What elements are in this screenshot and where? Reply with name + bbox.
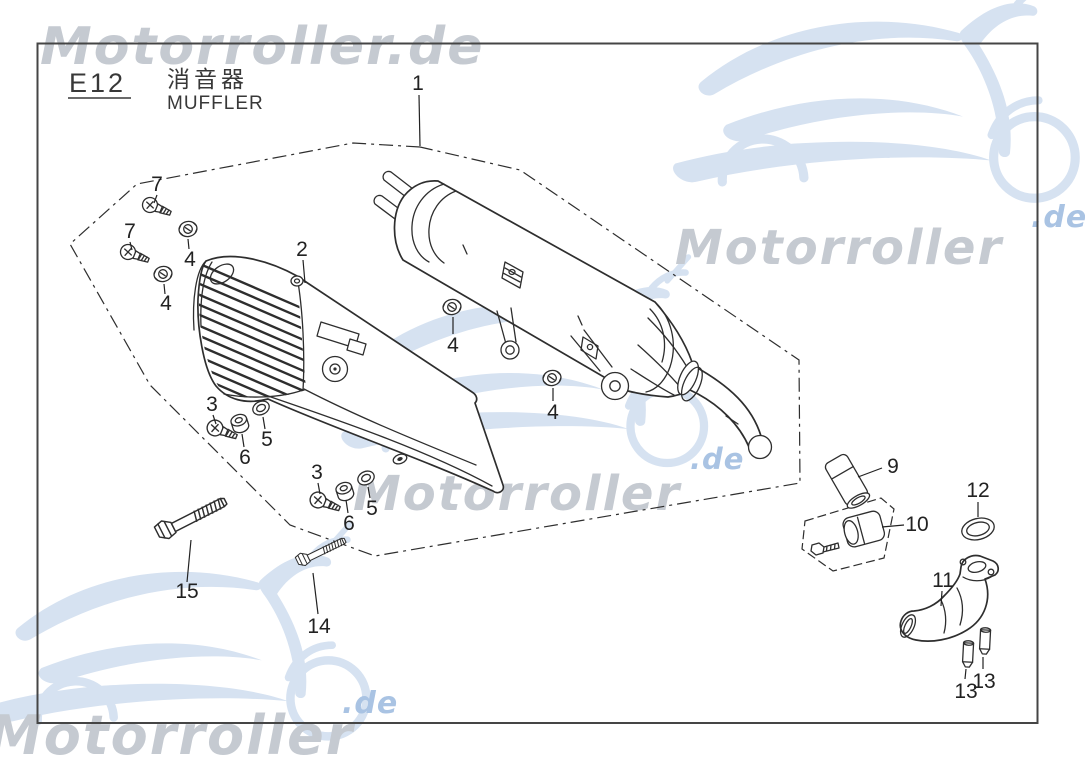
nut-4-a — [176, 219, 200, 239]
part10-boundary — [801, 497, 895, 572]
assembly-boundary — [69, 142, 801, 557]
title-block: E12 消音器 MUFFLER — [68, 66, 264, 114]
callout-leader-2 — [302, 259, 306, 284]
watermark-text-right: Motorroller — [675, 220, 1004, 276]
part-callout-5: 5 — [366, 497, 378, 520]
watermark-suffix-right: .de — [1031, 200, 1085, 235]
bolt-15 — [152, 490, 230, 543]
screw-7-b — [117, 241, 152, 268]
watermark-suffix-bottom: .de — [342, 686, 398, 721]
callout-leader-6 — [241, 433, 245, 448]
part-callout-3: 3 — [206, 393, 218, 416]
callout-leader-7 — [153, 194, 158, 204]
part-callout-9: 9 — [887, 455, 899, 478]
scooter-sketch-top-right — [673, 0, 1075, 198]
callout-leader-13 — [964, 668, 967, 680]
callout-leader-3 — [212, 414, 217, 425]
part-callout-15: 15 — [175, 580, 198, 603]
part-callout-13: 13 — [972, 670, 995, 693]
watermark-text-top: Motorroller.de — [40, 17, 484, 77]
heat-shield-drawing — [192, 255, 505, 494]
part-title-english: MUFFLER — [167, 93, 264, 114]
part-callout-6: 6 — [343, 512, 355, 535]
part-callout-7: 7 — [151, 173, 163, 196]
watermark-text-center: Motorroller — [353, 466, 682, 522]
part-title-chinese: 消音器 — [167, 66, 248, 92]
clamp-10-drawing — [810, 510, 886, 556]
section-code: E12 — [69, 68, 126, 98]
callout-leader-4 — [187, 238, 190, 250]
callout-leader-5 — [367, 486, 371, 499]
stud-13-a — [961, 639, 975, 668]
callout-leader-7 — [129, 241, 133, 251]
watermark-suffix-center: .de — [690, 442, 744, 476]
sleeve-9-drawing — [824, 453, 871, 509]
callout-leader-3 — [317, 482, 321, 495]
callout-leader-10 — [881, 524, 905, 528]
part-callout-13: 13 — [954, 680, 977, 703]
header-pipe-11-drawing — [899, 554, 999, 642]
part-callout-7: 7 — [124, 220, 136, 243]
part-callout-11: 11 — [932, 569, 954, 592]
diagram-layer — [69, 142, 999, 668]
callout-leader-14 — [312, 572, 319, 615]
stud-13-b — [978, 626, 992, 655]
part-callout-4: 4 — [547, 401, 559, 424]
callout-leader-6 — [345, 499, 349, 514]
part-callout-6: 6 — [239, 446, 251, 469]
callout-leader-4 — [163, 283, 166, 295]
callout-leader-11 — [940, 590, 943, 607]
page-border — [36, 42, 1039, 724]
part-callout-14: 14 — [307, 615, 331, 638]
part-callout-5: 5 — [261, 428, 273, 451]
muffler-body-drawing — [393, 180, 773, 460]
part-callout-1: 1 — [412, 72, 424, 95]
part-callout-2: 2 — [296, 238, 308, 261]
part-callout-3: 3 — [311, 461, 323, 484]
callout-leader-15 — [186, 539, 192, 583]
gasket-12-drawing — [961, 517, 995, 541]
part-callout-4: 4 — [447, 334, 459, 357]
watermark-text-bottom: Motorroller — [0, 704, 356, 767]
nut-4-b — [151, 264, 175, 284]
screw-7-a — [139, 194, 174, 221]
part-callout-4: 4 — [184, 248, 196, 271]
part-callout-12: 12 — [966, 479, 989, 502]
callout-leader-5 — [262, 416, 266, 430]
callout-leader-9 — [857, 467, 883, 478]
part-callout-10: 10 — [905, 513, 928, 536]
callout-leader-1 — [418, 94, 421, 147]
part-callout-4: 4 — [160, 292, 172, 315]
